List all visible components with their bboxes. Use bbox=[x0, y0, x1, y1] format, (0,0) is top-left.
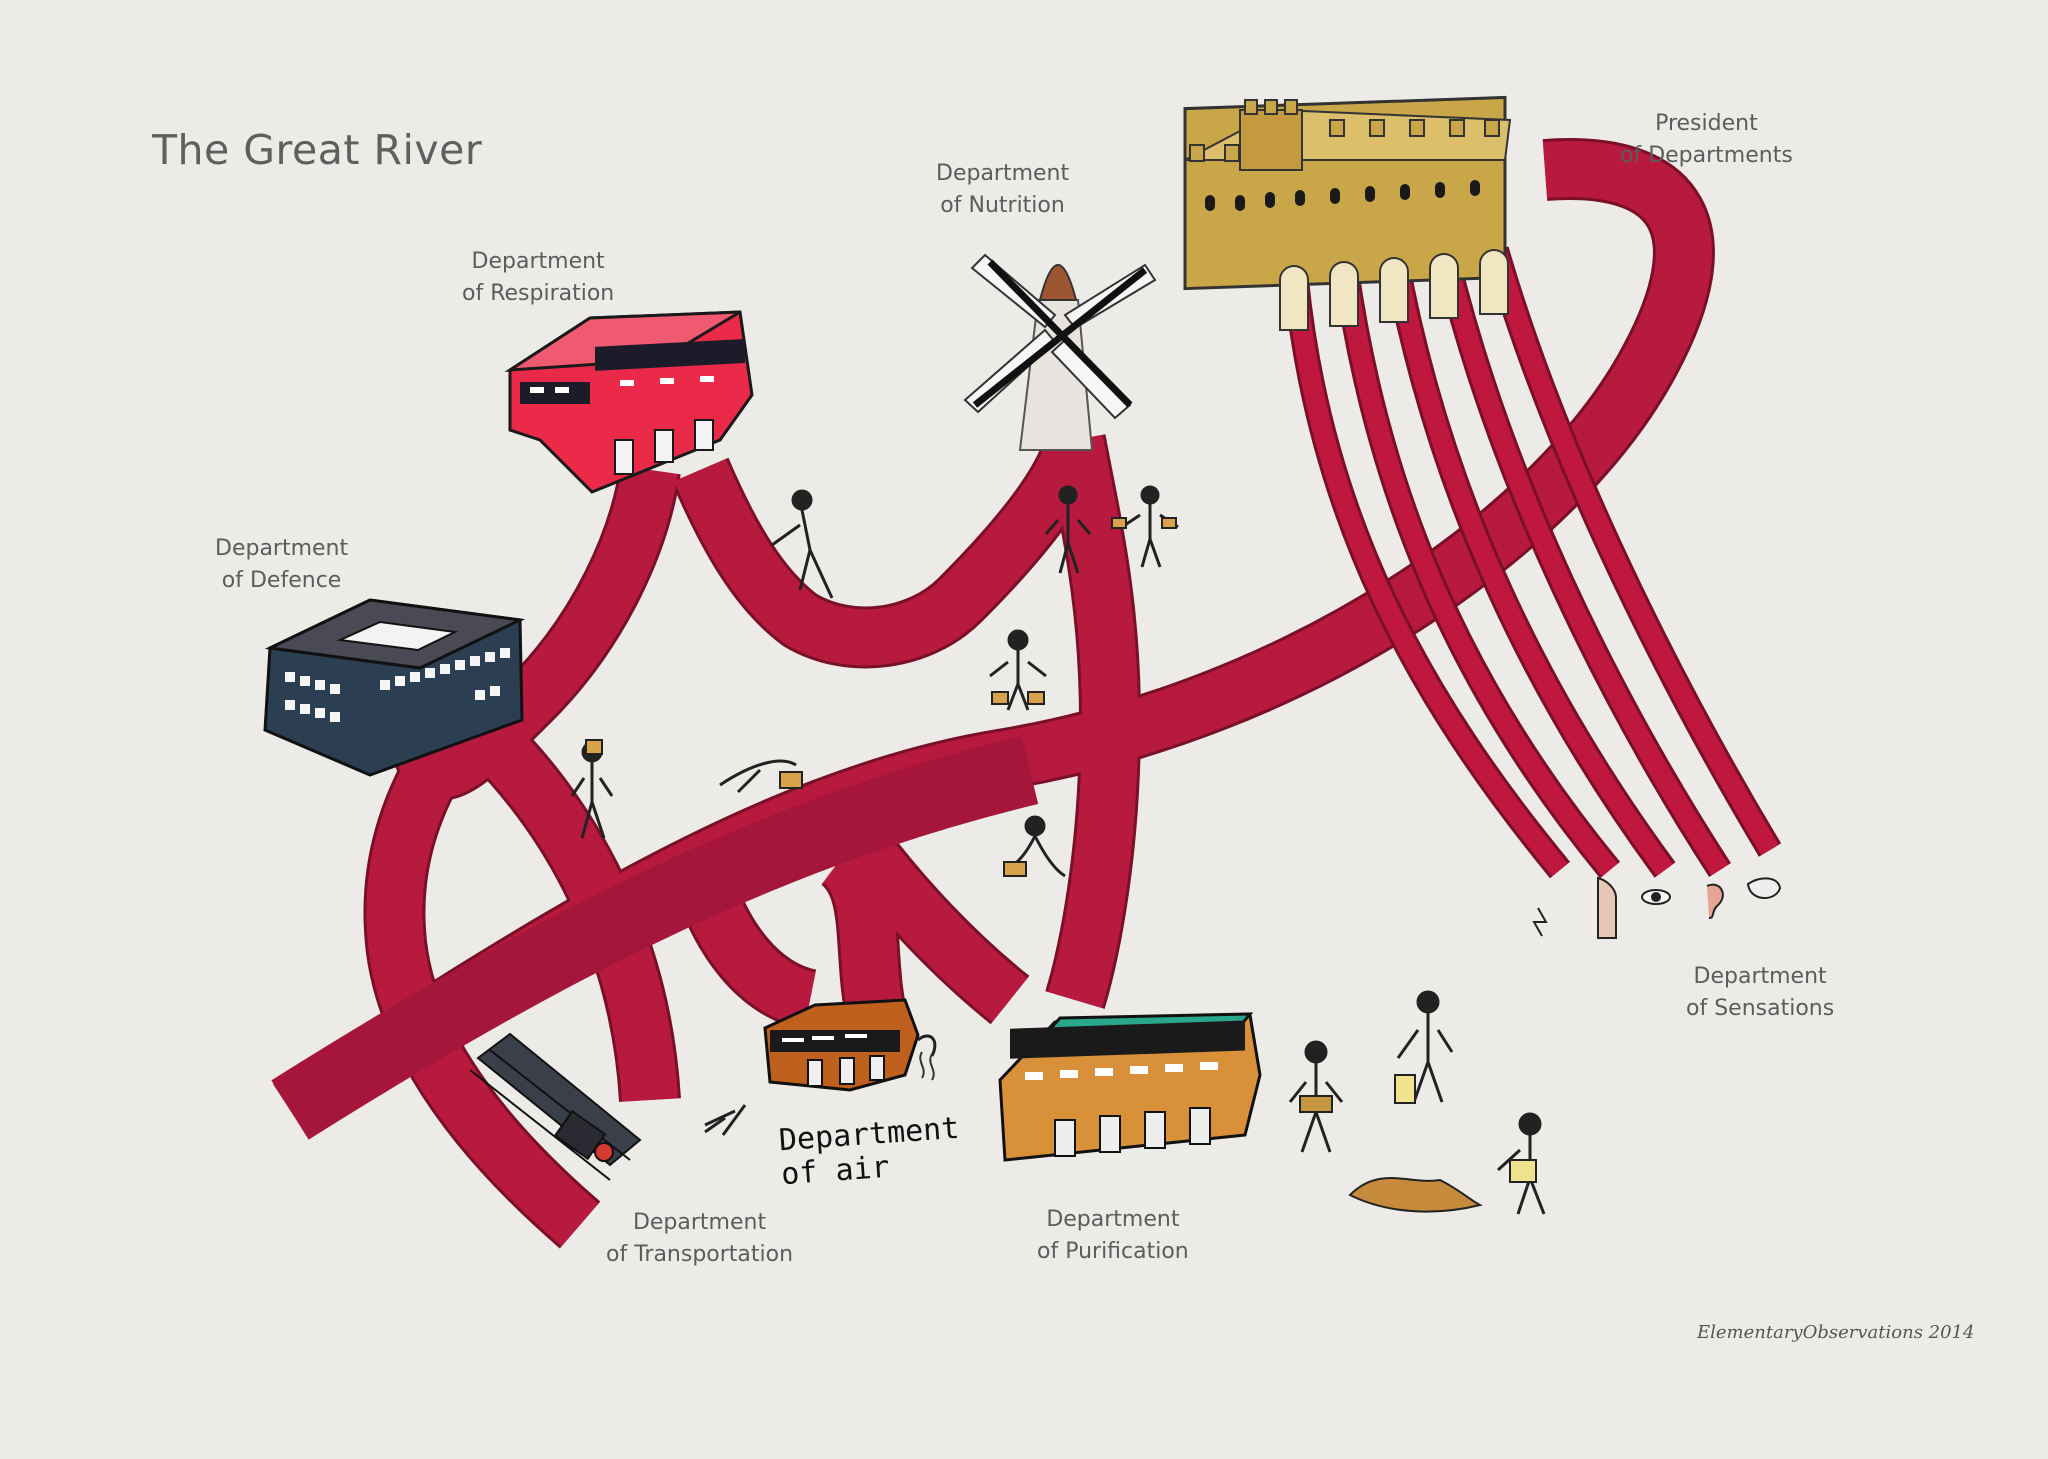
worker-figures bbox=[570, 485, 1546, 1215]
label-line-2: of Sensations bbox=[1686, 996, 1835, 1021]
windmill-icon bbox=[963, 253, 1157, 451]
label-line-2: of Transportation bbox=[606, 1242, 794, 1267]
sense-organs-icon bbox=[1532, 876, 1782, 939]
diagram-title: The Great River bbox=[152, 126, 483, 174]
label-department-of-nutrition: Department of Nutrition bbox=[936, 158, 1069, 222]
label-department-of-air: Department of air bbox=[778, 1111, 963, 1192]
factory-teal-roof-icon bbox=[998, 1012, 1262, 1162]
great-river-network bbox=[271, 138, 1715, 1249]
label-line-1: President bbox=[1655, 111, 1758, 136]
label-president-of-departments: President of Departments bbox=[1620, 108, 1793, 172]
castle-icon bbox=[1183, 95, 1512, 331]
artist-credit: ElementaryObservations 2014 bbox=[1697, 1322, 1975, 1343]
label-line-1: Department bbox=[1693, 964, 1827, 989]
label-line-1: Department bbox=[471, 249, 605, 274]
label-line-2: of Departments bbox=[1620, 143, 1793, 168]
label-line-1: Department bbox=[632, 1210, 767, 1235]
sensation-streams bbox=[1283, 246, 1782, 879]
label-line-2: of Respiration bbox=[462, 281, 615, 306]
label-line-1: Department bbox=[936, 161, 1070, 186]
label-department-of-defence: Department of Defence bbox=[215, 533, 348, 597]
label-line-1: Department bbox=[1046, 1207, 1180, 1232]
cargo-items bbox=[585, 517, 1537, 1213]
red-factory-icon bbox=[504, 310, 754, 494]
label-department-of-purification: Department of Purification bbox=[1037, 1204, 1189, 1268]
label-line-2: of Nutrition bbox=[940, 193, 1065, 218]
furnace-building-icon bbox=[763, 998, 937, 1092]
label-line-1: Department bbox=[215, 536, 349, 561]
label-department-of-sensations: Department of Sensations bbox=[1686, 961, 1834, 1025]
label-line-2: of Defence bbox=[221, 568, 342, 593]
label-line-2: of Purification bbox=[1037, 1239, 1189, 1264]
train-icon bbox=[469, 1032, 642, 1181]
label-department-of-transportation: Department of Transportation bbox=[606, 1207, 793, 1271]
office-building-icon bbox=[263, 598, 526, 777]
label-department-of-respiration: Department of Respiration bbox=[462, 246, 614, 310]
